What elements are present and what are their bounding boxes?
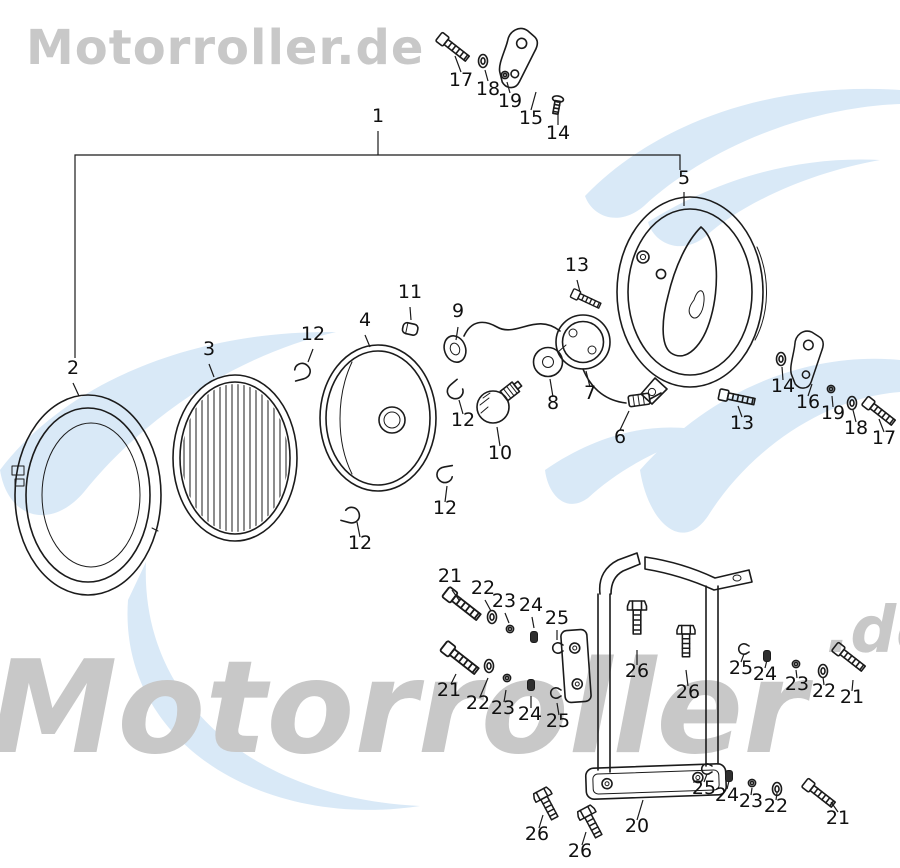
part-callout-1: 1: [372, 105, 384, 127]
bolt-icon: [569, 287, 603, 311]
part-callout-21: 21: [437, 679, 461, 701]
watermark-brand-fragment: .de: [826, 594, 900, 668]
part-callout-13: 13: [565, 254, 589, 276]
part-callout-3: 3: [203, 338, 215, 360]
clip-icon: [340, 504, 363, 526]
small-washer-icon: [505, 624, 515, 634]
spacer-icon: [762, 649, 772, 663]
part-callout-14: 14: [771, 375, 795, 397]
part-callout-19: 19: [821, 402, 845, 424]
part-callout-9: 9: [452, 300, 464, 322]
headlight-rim: [11, 394, 162, 596]
mounting-bracket: [560, 552, 753, 800]
part-callout-25: 25: [546, 710, 570, 732]
part-callout-24: 24: [519, 594, 543, 616]
part-callout-11: 11: [398, 281, 422, 303]
part-callout-26: 26: [525, 823, 549, 845]
fasteners-mid: [569, 287, 757, 408]
reflector: [319, 344, 437, 492]
part-callout-19: 19: [498, 90, 522, 112]
leader-lines-main: [72, 192, 885, 538]
part-callout-23: 23: [785, 673, 809, 695]
hex-bolt-icon: [626, 600, 648, 635]
assembly-1-bracket: [74, 131, 681, 358]
watermark-logo-swooshes: [0, 88, 900, 810]
hex-bolt-icon: [575, 803, 608, 842]
part-callout-22: 22: [812, 680, 836, 702]
part-callout-24: 24: [518, 703, 542, 725]
part-callout-12: 12: [451, 409, 475, 431]
headlight-wiring: [463, 321, 662, 408]
part-callout-16: 16: [796, 391, 820, 413]
part-callout-22: 22: [471, 577, 495, 599]
part-callout-23: 23: [491, 697, 515, 719]
part-callout-12: 12: [433, 497, 457, 519]
part-callout-14: 14: [546, 122, 570, 144]
washer-icon: [817, 663, 829, 679]
clip-icon: [290, 360, 313, 382]
part-callout-20: 20: [625, 815, 649, 837]
part-callout-25: 25: [545, 607, 569, 629]
bulb-socket: [443, 335, 467, 363]
part-callout-6: 6: [614, 426, 626, 448]
part-callout-26: 26: [568, 840, 592, 862]
bulb-holder-ring: [555, 314, 611, 370]
washer-icon: [775, 351, 787, 367]
headlight-lens: [172, 374, 298, 542]
bolt-icon: [434, 31, 472, 64]
screw-icon: [549, 94, 565, 116]
washer-icon: [477, 53, 489, 69]
part-callout-21: 21: [438, 565, 462, 587]
part-callout-17: 17: [872, 427, 896, 449]
part-callout-21: 21: [826, 807, 850, 829]
part-callout-12: 12: [348, 532, 372, 554]
part-callout-22: 22: [764, 795, 788, 817]
watermark-brand-bottom: Motorroller: [0, 634, 813, 783]
part-callout-13: 13: [730, 412, 754, 434]
headlight-bulb: [476, 380, 523, 424]
washer-icon: [486, 609, 498, 625]
part-callout-10: 10: [488, 442, 512, 464]
part-callout-23: 23: [492, 590, 516, 612]
clip-icon: [434, 464, 456, 485]
pilot-bulb: [401, 321, 419, 336]
small-washer-icon: [500, 70, 510, 80]
part-callout-21: 21: [840, 686, 864, 708]
part-callout-26: 26: [625, 660, 649, 682]
spacer-icon: [529, 630, 539, 644]
clip-icon: [443, 378, 468, 403]
watermark-brand-top: Motorroller.de: [26, 20, 424, 76]
bolt-icon: [800, 777, 838, 810]
part-callout-23: 23: [739, 790, 763, 812]
part-callout-5: 5: [678, 167, 690, 189]
part-callout-17: 17: [449, 69, 473, 91]
spacer-icon: [526, 678, 536, 692]
part-callout-2: 2: [67, 357, 79, 379]
spacer-icon: [724, 769, 734, 783]
part-callout-24: 24: [753, 663, 777, 685]
hex-bolt-icon: [531, 785, 564, 824]
part-callout-7: 7: [584, 382, 596, 404]
socket-disc: [532, 344, 567, 378]
part-callout-12: 12: [301, 323, 325, 345]
part-callout-18: 18: [476, 78, 500, 100]
part-callout-26: 26: [676, 681, 700, 703]
part-callout-25: 25: [692, 777, 716, 799]
part-callout-4: 4: [359, 309, 371, 331]
part-callout-22: 22: [466, 692, 490, 714]
part-callout-24: 24: [715, 784, 739, 806]
headlight-housing: [616, 196, 767, 405]
part-callout-25: 25: [729, 657, 753, 679]
part-callout-8: 8: [547, 392, 559, 414]
part-callout-15: 15: [519, 107, 543, 129]
part-callout-18: 18: [844, 417, 868, 439]
